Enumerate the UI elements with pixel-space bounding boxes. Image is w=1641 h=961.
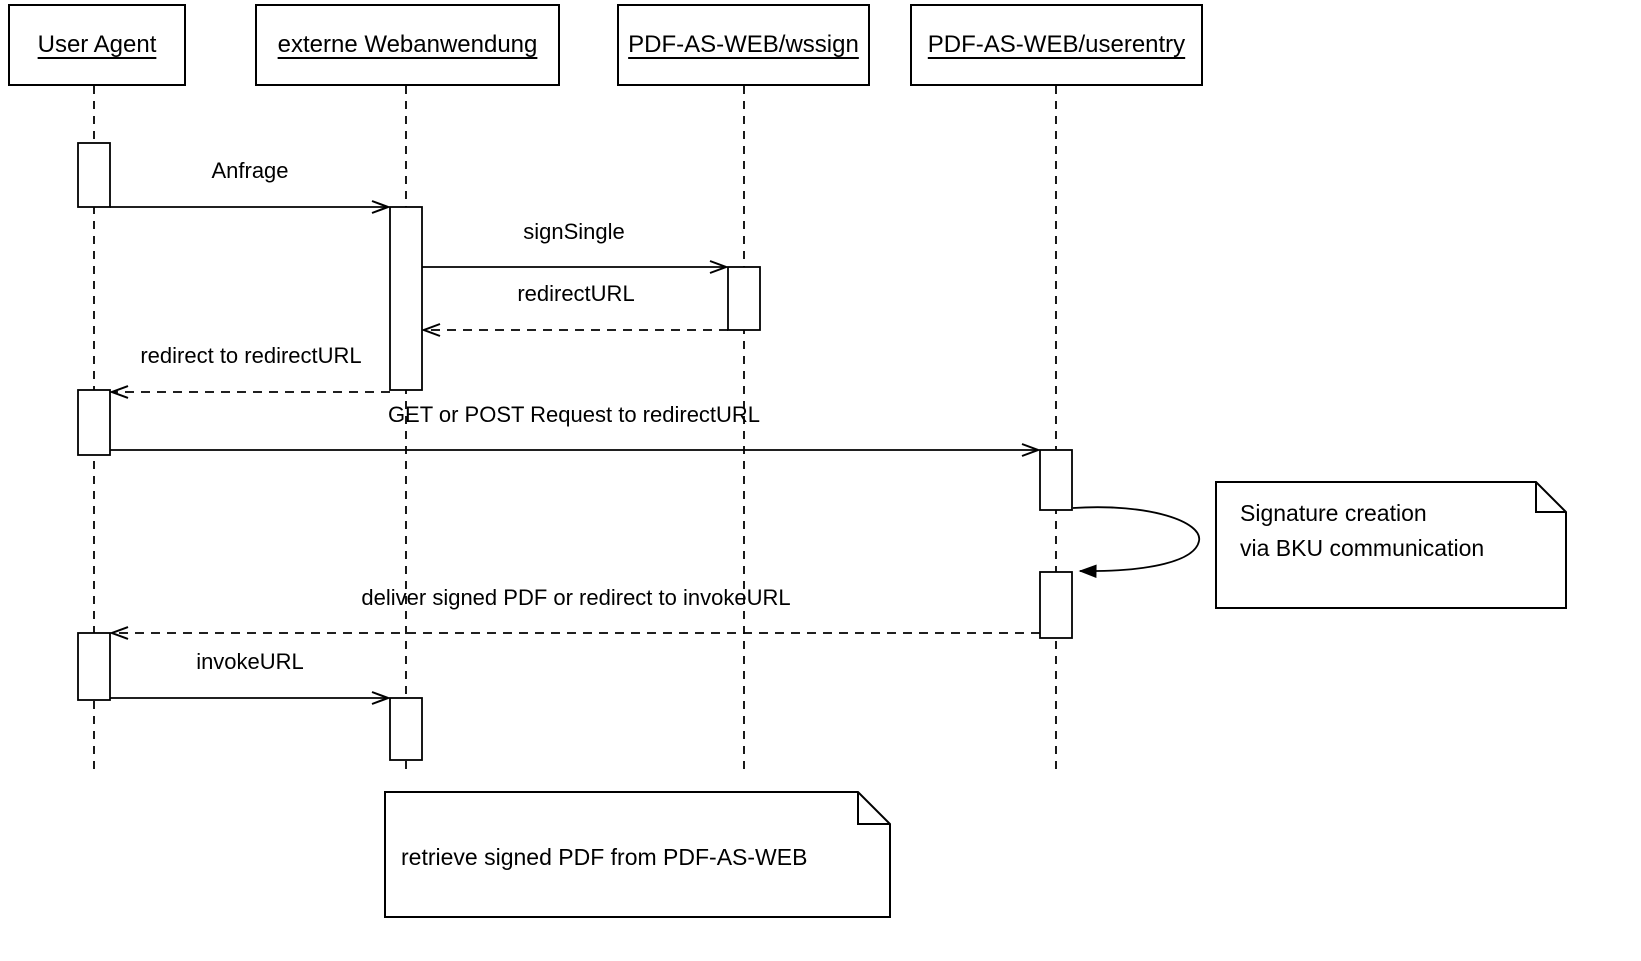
message-label-anfrage: Anfrage (211, 158, 289, 183)
message-label-invokeurl: invokeURL (196, 649, 304, 674)
activation-externe-webanwendung-2 (389, 697, 423, 761)
note-line-1: Signature creation (1240, 500, 1427, 526)
message-label-deliver-signed-pdf: deliver signed PDF or redirect to invoke… (361, 585, 791, 610)
message-label-get-post-request: GET or POST Request to redirectURL (387, 402, 761, 427)
actor-box-user-agent: User Agent (8, 4, 186, 86)
note-shape-signature-creation (1215, 481, 1567, 609)
activation-user-agent-1 (77, 142, 111, 208)
note-body (1215, 481, 1567, 609)
activation-user-agent-3 (77, 632, 111, 701)
note-line-2: via BKU communication (1240, 535, 1485, 561)
note-body (384, 791, 891, 918)
self-message-arrow (1072, 506, 1200, 578)
actor-box-userentry: PDF-AS-WEB/userentry (910, 4, 1203, 86)
message-arrows (110, 207, 1200, 698)
message-label-signsingle: signSingle (523, 219, 625, 244)
actor-label-externe-webanwendung: externe Webanwendung (277, 31, 538, 58)
note-shape-retrieve-pdf (384, 791, 891, 918)
actor-label-wssign: PDF-AS-WEB/wssign (628, 31, 859, 58)
activation-userentry-2 (1039, 571, 1073, 639)
note-fold (857, 792, 890, 825)
activation-userentry-1 (1039, 449, 1073, 511)
actor-label-user-agent: User Agent (37, 31, 157, 58)
activation-bars (77, 142, 1073, 761)
note-text-signature-creation: Signature creation via BKU communication (1240, 496, 1484, 566)
note-fold (1535, 482, 1566, 513)
note-shapes (384, 481, 1567, 918)
actor-box-wssign: PDF-AS-WEB/wssign (617, 4, 870, 86)
message-label-redirect-to-redirecturl: redirect to redirectURL (140, 343, 362, 368)
note-text-retrieve-pdf: retrieve signed PDF from PDF-AS-WEB (401, 844, 808, 870)
actor-label-userentry: PDF-AS-WEB/userentry (927, 31, 1186, 58)
actor-box-externe-webanwendung: externe Webanwendung (255, 4, 560, 86)
activation-externe-webanwendung-1 (389, 206, 423, 391)
message-label-redirecturl: redirectURL (517, 281, 635, 306)
activation-wssign-1 (727, 266, 761, 331)
activation-user-agent-2 (77, 389, 111, 456)
